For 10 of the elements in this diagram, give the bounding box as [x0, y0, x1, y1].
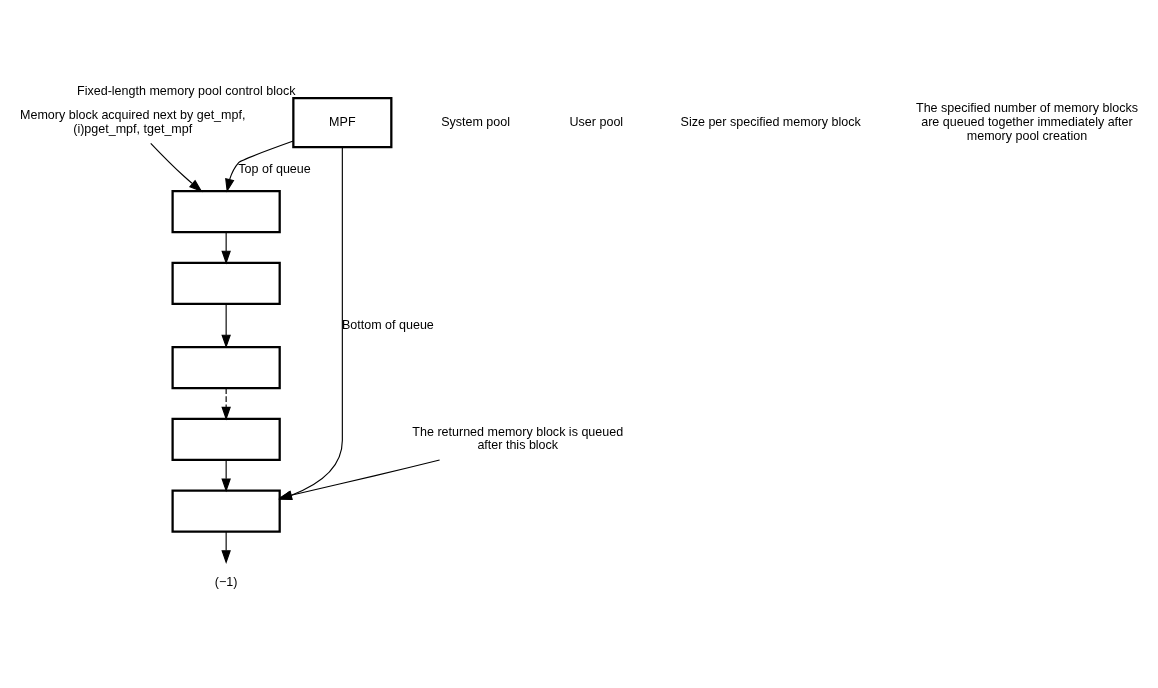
label: Size per specified memory block	[680, 114, 861, 129]
label: The specified number of memory blocks are queued together immediately after memory pool creation	[916, 101, 1138, 143]
node-label: Fixed-length memory pool control block	[77, 83, 296, 98]
label: User pool	[569, 114, 624, 129]
node-text: Memory block acquired next by get_mpf, (i)pget_mpf, tget_mpf	[20, 108, 246, 136]
node-text: (−1)	[214, 575, 238, 590]
edge-label: Bottom of queue	[341, 317, 434, 332]
node-text: The returned memory block is queued after this block	[412, 424, 624, 453]
label: System pool	[441, 114, 511, 129]
edge-label: Top of queue	[238, 161, 311, 176]
